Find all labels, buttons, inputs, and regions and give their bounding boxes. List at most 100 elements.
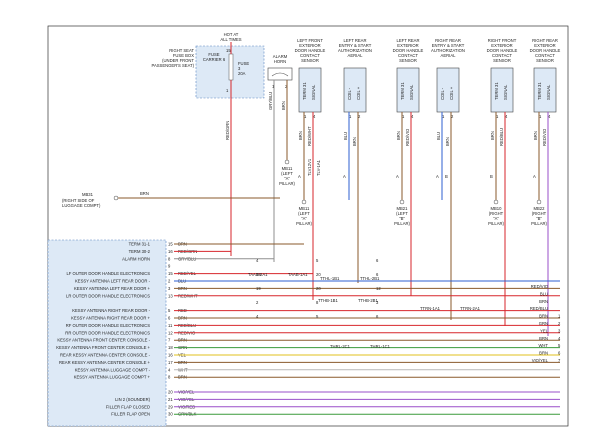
connector-title: EXTERIOR: [397, 43, 418, 48]
module-mid-code: THRL-2C1: [330, 344, 351, 349]
fuse-rating-1: FUSE: [238, 61, 249, 66]
connector-pin-number: 4: [548, 114, 551, 119]
ground-label: MB11: [299, 206, 310, 211]
connector-title: DOOR HANDLE: [530, 48, 561, 53]
right-wire-label: WHT: [538, 343, 548, 348]
module-mid-code: TAAB-1A1: [288, 272, 308, 277]
horn-wire-label: BRN: [281, 101, 286, 110]
connector-pin-name: TERM 31: [537, 82, 542, 100]
connector-wire-label: BRN: [533, 131, 538, 140]
module-mid-pin: 6: [376, 314, 379, 319]
connector-body: [490, 67, 514, 113]
connector-wire-label: BRN: [352, 137, 357, 146]
module-pin-number: 7: [168, 338, 171, 343]
module-pin-label: FILLER FLAP CLOSED: [106, 404, 150, 409]
connector-pin-name: SIGNAL: [409, 84, 414, 100]
right-pin-number: 5: [558, 343, 561, 348]
mb31-label-2: (RIGHT SIDE OF: [62, 198, 95, 203]
module-mid-pin: 5: [316, 258, 319, 263]
module-mid-code: TTHB-1B1: [318, 298, 338, 303]
connector-title: CONTACT: [535, 53, 555, 58]
connector-title: EXTERIOR: [534, 43, 555, 48]
right-wire-label: VIO/YEL: [532, 358, 549, 363]
ground-label: "A": [493, 216, 499, 221]
module-pin-number: 29: [168, 404, 173, 409]
module-mid-pin: 5: [316, 314, 319, 319]
connector-pin-name: TERM 31: [494, 82, 499, 100]
connector-title: LEFT FRONT: [297, 38, 323, 43]
module-pin-number: 15: [168, 242, 173, 247]
module-pin-number: 3: [168, 286, 171, 291]
module-pin-label: LIN 2 (SOUNDER): [115, 397, 151, 402]
lf-code-label: TLV12V1: [307, 158, 312, 176]
connector-wire-label: BLU: [436, 132, 441, 140]
ground-label: PILLAR): [488, 221, 504, 226]
splice-marker: A: [533, 174, 536, 179]
module-mid-pin: 20: [316, 286, 321, 291]
fuse-hot-label-1: HOT AT: [224, 32, 239, 37]
connector-pin-name: COIL -: [440, 87, 445, 100]
ground-icon: [284, 159, 290, 165]
connector-title: CONTACT: [492, 53, 512, 58]
ground-label: MB21: [397, 206, 409, 211]
connector-title: AUTHORIZATION: [431, 48, 465, 53]
module-pin-label: KESSY ANTENNA RIGHT REAR DOOR +: [71, 316, 150, 321]
connector-wire-label: BLU: [343, 132, 348, 140]
connector-pin-number: 2: [451, 114, 454, 119]
module-pin-label: KESSY ANTENNA FRONT CENTER CONSOLE +: [56, 345, 150, 350]
connector-pin-name: TERM 31: [302, 82, 307, 100]
module-box: [48, 240, 166, 426]
connector-title: LEFT REAR: [344, 38, 367, 43]
connector-wire-label: BRN: [445, 137, 450, 146]
connector-pin-number: 4: [411, 114, 414, 119]
connector-body: [298, 67, 322, 113]
right-wire-label: RED/VIO: [531, 284, 549, 289]
module-mid-pin: 20: [316, 272, 321, 277]
fuse-carrier-label-1: FUSE: [208, 52, 219, 57]
ground-icon: [536, 199, 542, 205]
module-pin-number: 20: [168, 390, 173, 395]
connector-body: [396, 67, 420, 113]
connector-wire-label: RED/VIO: [405, 128, 410, 146]
connector-wire-label: BRN: [396, 131, 401, 140]
fuse-pin-top: 15: [226, 48, 231, 53]
connector-pin-name: SIGNAL: [311, 84, 316, 100]
connector-pin-number: 1: [349, 114, 352, 119]
connector-title: AERIAL: [348, 53, 364, 58]
module-pin-number: 8: [168, 375, 171, 380]
module-mid-code: THRL-1C1: [370, 344, 391, 349]
mb31-label-1: MB31: [82, 192, 94, 197]
ground-label: MB10: [491, 206, 503, 211]
module-pin-label: RF OUTER DOOR HANDLE ELECTRONICS: [66, 323, 150, 328]
connector-title: RIGHT REAR: [532, 38, 558, 43]
module-pin-number: 8: [168, 256, 171, 261]
ground-label: (RIGHT: [532, 211, 547, 216]
module-pin-number: 5: [168, 308, 171, 313]
right-wire-label: RED/BLU: [530, 306, 548, 311]
right-wire-label: BRN: [539, 299, 548, 304]
module-pin-number: 12: [168, 330, 173, 335]
module-pin-number: 21: [168, 397, 173, 402]
connector-pin-number: 1: [496, 114, 499, 119]
fuse-rating-2: 3: [238, 66, 241, 71]
module-pin-number: 30: [168, 412, 173, 417]
module-pin-number: 9: [168, 264, 171, 269]
alarm-horn-title-2: HORN: [274, 59, 286, 64]
fuse-box-title-4: PASSENGER'S SEAT): [151, 63, 194, 68]
module-pin-number: 4: [168, 367, 171, 372]
right-wire-label: GRN: [539, 321, 548, 326]
module-pin-label: TERM 31-1: [129, 242, 151, 247]
module-pin-label: RR OUTER DOOR HANDLE ELECTRONICS: [65, 330, 150, 335]
connector-pin-name: TERM 31: [400, 82, 405, 100]
connector-pin-name: COIL +: [449, 86, 454, 100]
connector-title: SENSOR: [493, 58, 511, 63]
right-pin-number: 6: [558, 351, 561, 356]
fuse-pin-bottom: 1: [226, 88, 229, 93]
ground-label: PILLAR): [531, 221, 547, 226]
